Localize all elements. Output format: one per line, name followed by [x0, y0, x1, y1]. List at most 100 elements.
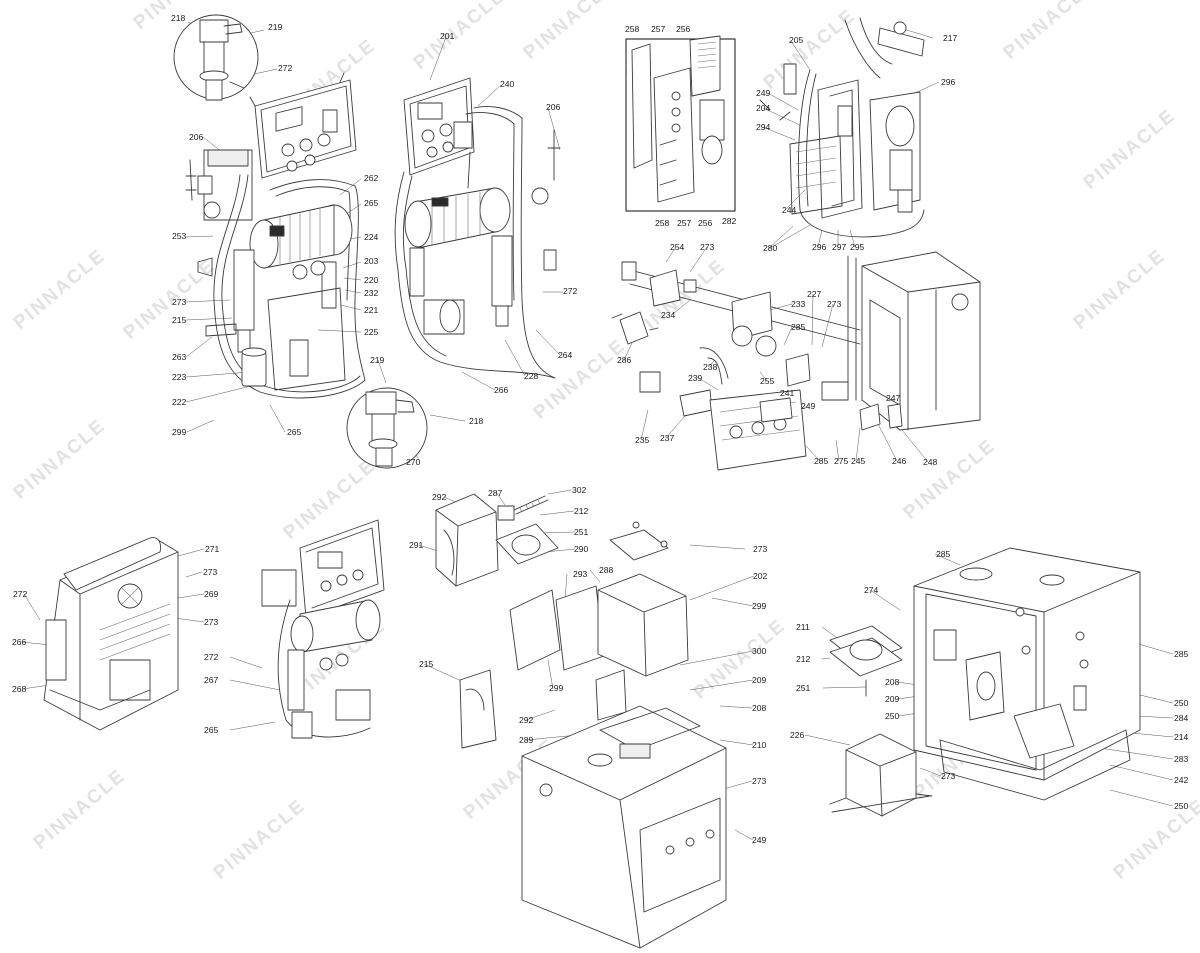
- callout-label: 256: [698, 218, 713, 228]
- callout-label: 268: [12, 684, 27, 694]
- callout-label: 264: [558, 350, 573, 360]
- callout-label: 285: [1174, 649, 1189, 659]
- callout-labels: 218 219 272 206 253 273 215 263 223 222 …: [12, 13, 1189, 845]
- callout-label: 272: [563, 286, 578, 296]
- watermark-text: PINNACLE: [410, 0, 510, 74]
- callout-label: 205: [789, 35, 804, 45]
- callout-label: 249: [801, 401, 816, 411]
- callout-label: 258: [655, 218, 670, 228]
- callout-label: 234: [661, 310, 676, 320]
- watermark-text: PINNACLE: [10, 245, 110, 334]
- callout-label: 250: [1174, 698, 1189, 708]
- callout-label: 210: [752, 740, 767, 750]
- callout-label: 257: [651, 24, 666, 34]
- callout-label: 300: [752, 646, 767, 656]
- callout-label: 273: [827, 299, 842, 309]
- callout-label: 202: [753, 571, 768, 581]
- watermark-text: PINNACLE: [1080, 105, 1180, 194]
- callout-label: 273: [203, 567, 218, 577]
- callout-label: 237: [660, 433, 675, 443]
- callout-label: 247: [886, 393, 901, 403]
- callout-label: 249: [756, 88, 771, 98]
- callout-label: 255: [760, 376, 775, 386]
- callout-label: 206: [546, 102, 561, 112]
- callout-label: 219: [370, 355, 385, 365]
- callout-label: 273: [941, 771, 956, 781]
- watermark-text: PINNACLE: [900, 435, 1000, 524]
- callout-label: 263: [172, 352, 187, 362]
- callout-label: 250: [885, 711, 900, 721]
- callout-label: 270: [406, 457, 421, 467]
- callout-label: 271: [205, 544, 220, 554]
- callout-label: 285: [814, 456, 829, 466]
- pump-assembly-bottom-left-front: [261, 519, 385, 739]
- callout-label: 215: [172, 315, 187, 325]
- callout-label: 215: [419, 659, 434, 669]
- callout-label: 302: [572, 485, 587, 495]
- callout-label: 235: [635, 435, 650, 445]
- callout-label: 284: [1174, 713, 1189, 723]
- callout-label: 292: [519, 715, 534, 725]
- callout-label: 299: [752, 601, 767, 611]
- pump-assembly-front-left: [185, 72, 366, 399]
- callout-label: 204: [756, 103, 771, 113]
- callout-label: 286: [617, 355, 632, 365]
- callout-label: 294: [756, 122, 771, 132]
- callout-label: 249: [752, 835, 767, 845]
- callout-label: 258: [625, 24, 640, 34]
- callout-label: 240: [500, 79, 515, 89]
- callout-label: 288: [599, 565, 614, 575]
- callout-label: 289: [519, 735, 534, 745]
- callout-label: 248: [923, 457, 938, 467]
- callout-label: 221: [364, 305, 379, 315]
- callout-label: 219: [268, 22, 283, 32]
- callout-label: 251: [574, 527, 589, 537]
- callout-label: 228: [524, 371, 539, 381]
- callout-label: 293: [573, 569, 588, 579]
- callout-label: 269: [204, 589, 219, 599]
- callout-label: 275: [834, 456, 849, 466]
- callout-label: 223: [172, 372, 187, 382]
- callout-label: 253: [172, 231, 187, 241]
- callout-label: 203: [364, 256, 379, 266]
- callout-label: 251: [796, 683, 811, 693]
- callout-label: 245: [851, 456, 866, 466]
- watermark-text: PINNACLE: [530, 335, 630, 424]
- callout-label: 265: [364, 198, 379, 208]
- callout-label: 246: [892, 456, 907, 466]
- callout-label: 273: [752, 776, 767, 786]
- callout-label: 209: [752, 675, 767, 685]
- callout-label: 265: [204, 725, 219, 735]
- callout-label: 214: [1174, 732, 1189, 742]
- callout-label: 206: [189, 132, 204, 142]
- watermark-text: PINNACLE: [210, 795, 310, 884]
- callout-label: 218: [171, 13, 186, 23]
- callout-label: 239: [688, 373, 703, 383]
- callout-label: 212: [574, 506, 589, 516]
- callout-label: 238: [703, 362, 718, 372]
- callout-label: 266: [12, 637, 27, 647]
- callout-label: 283: [1174, 754, 1189, 764]
- callout-label: 208: [752, 703, 767, 713]
- callout-label: 295: [850, 242, 865, 252]
- callout-label: 265: [287, 427, 302, 437]
- pump-assembly-top-right: [759, 17, 925, 238]
- callout-label: 299: [172, 427, 187, 437]
- detail-inset-top: [173, 14, 259, 101]
- callout-label: 244: [782, 205, 797, 215]
- callout-label: 217: [943, 33, 958, 43]
- callout-label: 297: [832, 242, 847, 252]
- watermark-text: PINNACLE: [1000, 0, 1100, 64]
- callout-label: 273: [172, 297, 187, 307]
- callout-label: 285: [936, 549, 951, 559]
- callout-label: 290: [574, 544, 589, 554]
- callout-label: 208: [885, 677, 900, 687]
- callout-label: 224: [364, 232, 379, 242]
- callout-label: 233: [791, 299, 806, 309]
- callout-label: 266: [494, 385, 509, 395]
- callout-label: 242: [1174, 775, 1189, 785]
- callout-label: 272: [278, 63, 293, 73]
- callout-label: 225: [364, 327, 379, 337]
- callout-label: 241: [780, 388, 795, 398]
